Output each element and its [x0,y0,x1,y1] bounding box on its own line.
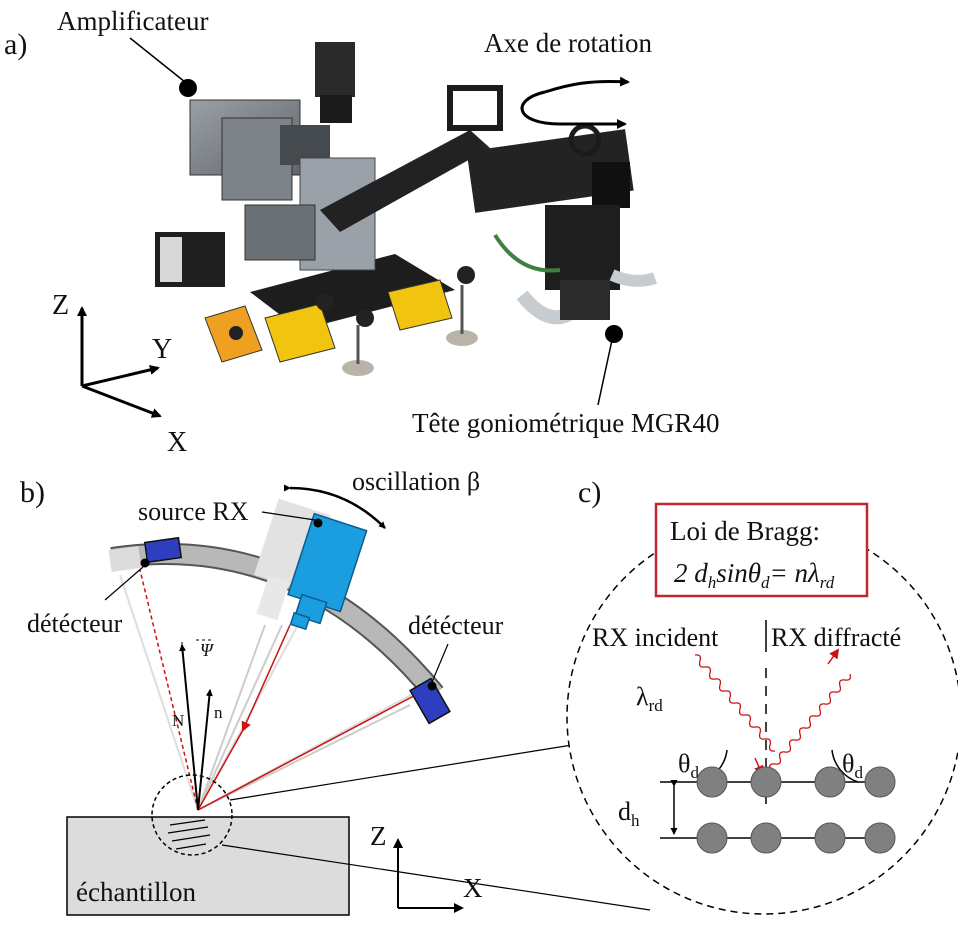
panel-b: b) oscillation β Ψ N n [20,467,651,916]
amplifier-marker [179,79,197,97]
rotation-axis-label: Axe de rotation [484,28,652,58]
lambda-label: λrd [636,682,663,715]
sample-block [66,816,350,916]
rotation-arrow-upper [544,76,630,94]
bragg-law-title: Loi de Bragg: [670,516,820,546]
detector-left-marker [140,558,150,568]
panel-c: c) Loi de Bragg: 2 dhsinθd= nλrd RX inci… [566,476,958,915]
spacing-label: dh [618,797,640,830]
amplifier-label: Amplificateur [57,6,208,36]
source-label: source RX [138,497,249,526]
panel-a-letter: a) [4,28,27,61]
theta-left-label: θd [678,749,699,782]
normal-n-arrow [197,689,213,811]
source-marker [313,518,323,528]
axis-x-arrow [81,384,162,418]
panel-c-letter: c) [578,476,601,509]
incident-ray-tail [197,729,244,811]
oscillation-label: oscillation β [352,467,480,496]
normal-N-arrow [179,644,199,811]
head-leader-line [597,339,613,406]
bragg-law-formula: 2 dhsinθd= nλrd [674,558,835,592]
detector-left [143,536,183,564]
detector-left-label: détécteur [27,609,123,638]
axis-b-z-label: Z [370,821,387,851]
panel-b-letter: b) [20,476,45,509]
head-label: Tête goniométrique MGR40 [412,408,719,438]
magnify-circle-small [151,774,233,856]
psi-label: Ψ [200,640,215,660]
incident-label: RX incident [592,623,719,652]
diffracted-ray-right [197,689,426,811]
amplifier-leader-line [129,37,186,83]
detector-right-marker [427,681,437,691]
theta-right-arc [831,749,859,783]
axis-y-arrow [81,364,160,388]
head-marker [605,325,623,343]
axis-y-label: Y [152,334,172,365]
lattice-atoms [696,766,896,854]
incident-wave [694,654,776,752]
oscillation-arrow [283,484,386,529]
diffracted-ray-left [139,569,199,811]
detector-right-label: détécteur [408,611,504,640]
axis-z-label: Z [52,290,69,321]
detector-right [409,677,451,725]
diffracted-wave [768,673,852,771]
rotation-arrow-lower [520,90,627,129]
axis-b-x-label: X [463,873,483,903]
normal-N-label: N [172,711,184,730]
normal-n-label: n [214,703,223,722]
zoom-link-upper [229,744,573,801]
bragg-law-box [654,502,869,598]
axis-x-label: X [167,427,187,458]
incident-ray [241,624,291,732]
diffracted-label: RX diffracté [771,623,901,652]
goniometer-device-image [155,42,657,376]
theta-right-label: θd [842,749,863,782]
sample-label: échantillon [76,877,196,907]
sample-crystal-planes [167,819,211,850]
zoom-link-lower [221,844,651,911]
panel-a: a) Amplificateur Axe de rotation [4,6,719,458]
